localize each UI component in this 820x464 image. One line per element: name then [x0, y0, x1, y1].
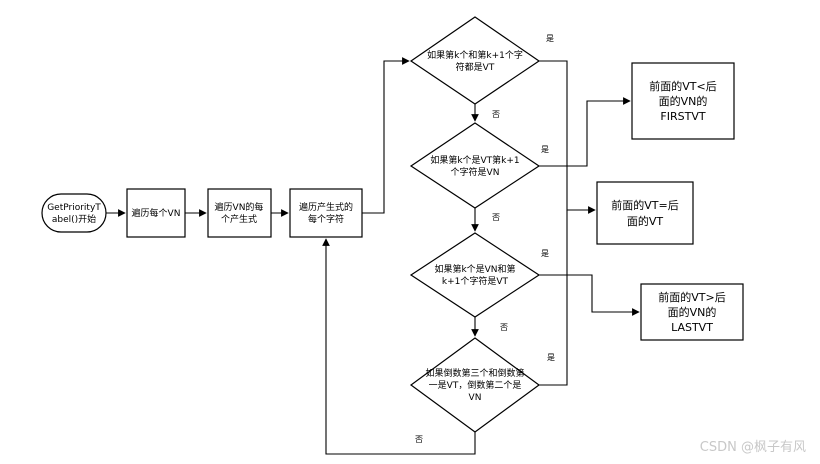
result-gt-node: [640, 283, 744, 341]
csdn-watermark: CSDN @枫子有风: [699, 440, 806, 455]
result-lt-node: [631, 62, 735, 140]
node-text-line: GetPriorityT: [47, 203, 101, 213]
result-eq-text: 前面的VT=后面的VT: [611, 198, 678, 228]
vn-each-text: 遍历每个VN: [132, 207, 181, 219]
char-each-node: [289, 188, 363, 238]
d2-no-label: 否: [492, 213, 500, 222]
node-text-line: 如果第k个是VT第k+1: [430, 154, 519, 166]
node-text-line: 前面的VT=后: [611, 198, 678, 212]
node-text-line: 遍历VN的每: [215, 201, 264, 213]
d1-no-label: 否: [492, 110, 500, 119]
node-text-line: 前面的VT>后: [658, 290, 725, 304]
edge-d1-yes-to-eq: [539, 60, 596, 214]
edge-d3-yes-to-gt: [539, 274, 640, 316]
result-gt-text: 前面的VT>后面的VN的 LASTVT: [658, 290, 725, 334]
node-text-line: 个产生式: [221, 213, 257, 225]
d3-no-label: 否: [500, 323, 508, 332]
node-text-line: VN: [469, 393, 482, 403]
result-eq-node: [596, 181, 694, 245]
d4-yes-label: 是: [547, 353, 555, 362]
node-text-line: 面的VT: [627, 214, 664, 228]
node-text-line: 个字符是VN: [451, 166, 500, 178]
d2-yes-label: 是: [541, 145, 549, 154]
vn-each-node: [126, 188, 186, 238]
node-text-line: 如果第k个和第k+1个字: [427, 49, 523, 61]
node-text-line: 遍历产生式的: [299, 201, 353, 213]
edge-d4-no-loop: [322, 238, 476, 455]
node-text-line: 每个字符: [308, 213, 344, 225]
decision-d1-text: 如果第k个和第k+1个字符都是VT: [427, 49, 523, 73]
decision-d4-text: 如果倒数第三个和倒数第一是VT，倒数第二个是 VN: [425, 367, 524, 403]
node-text-line: 面的VN的: [668, 305, 717, 319]
node-text-line: 如果第k个是VN和第: [434, 263, 515, 275]
node-text-line: 符都是VT: [456, 61, 495, 73]
node-text-line: LASTVT: [671, 321, 713, 334]
edge-d4-yes-to-eq: [539, 210, 568, 386]
prod-each-node: [207, 188, 272, 238]
d3-yes-label: 是: [541, 249, 549, 258]
prod-each-text: 遍历VN的每个产生式: [215, 201, 264, 225]
node-text-line: 如果倒数第三个和倒数第: [425, 367, 524, 379]
node-text-line: 前面的VT<后: [649, 79, 716, 93]
result-lt-text: 前面的VT<后面的VN的 FIRSTVT: [649, 79, 716, 123]
d4-no-label: 否: [415, 435, 423, 444]
d1-yes-label: 是: [546, 34, 554, 43]
edge-d2-yes-to-lt: [539, 97, 631, 167]
edge-char-to-d1: [362, 57, 410, 214]
node-text-line: k+1个字符是VT: [442, 275, 509, 287]
node-text-line: FIRSTVT: [660, 110, 705, 123]
node-text-line: 一是VT，倒数第二个是: [429, 379, 522, 391]
char-each-text: 遍历产生式的每个字符: [299, 201, 353, 225]
node-text-line: 遍历每个VN: [132, 207, 181, 219]
node-text-line: 面的VN的: [659, 94, 708, 108]
node-text-line: abel()开始: [52, 213, 96, 225]
